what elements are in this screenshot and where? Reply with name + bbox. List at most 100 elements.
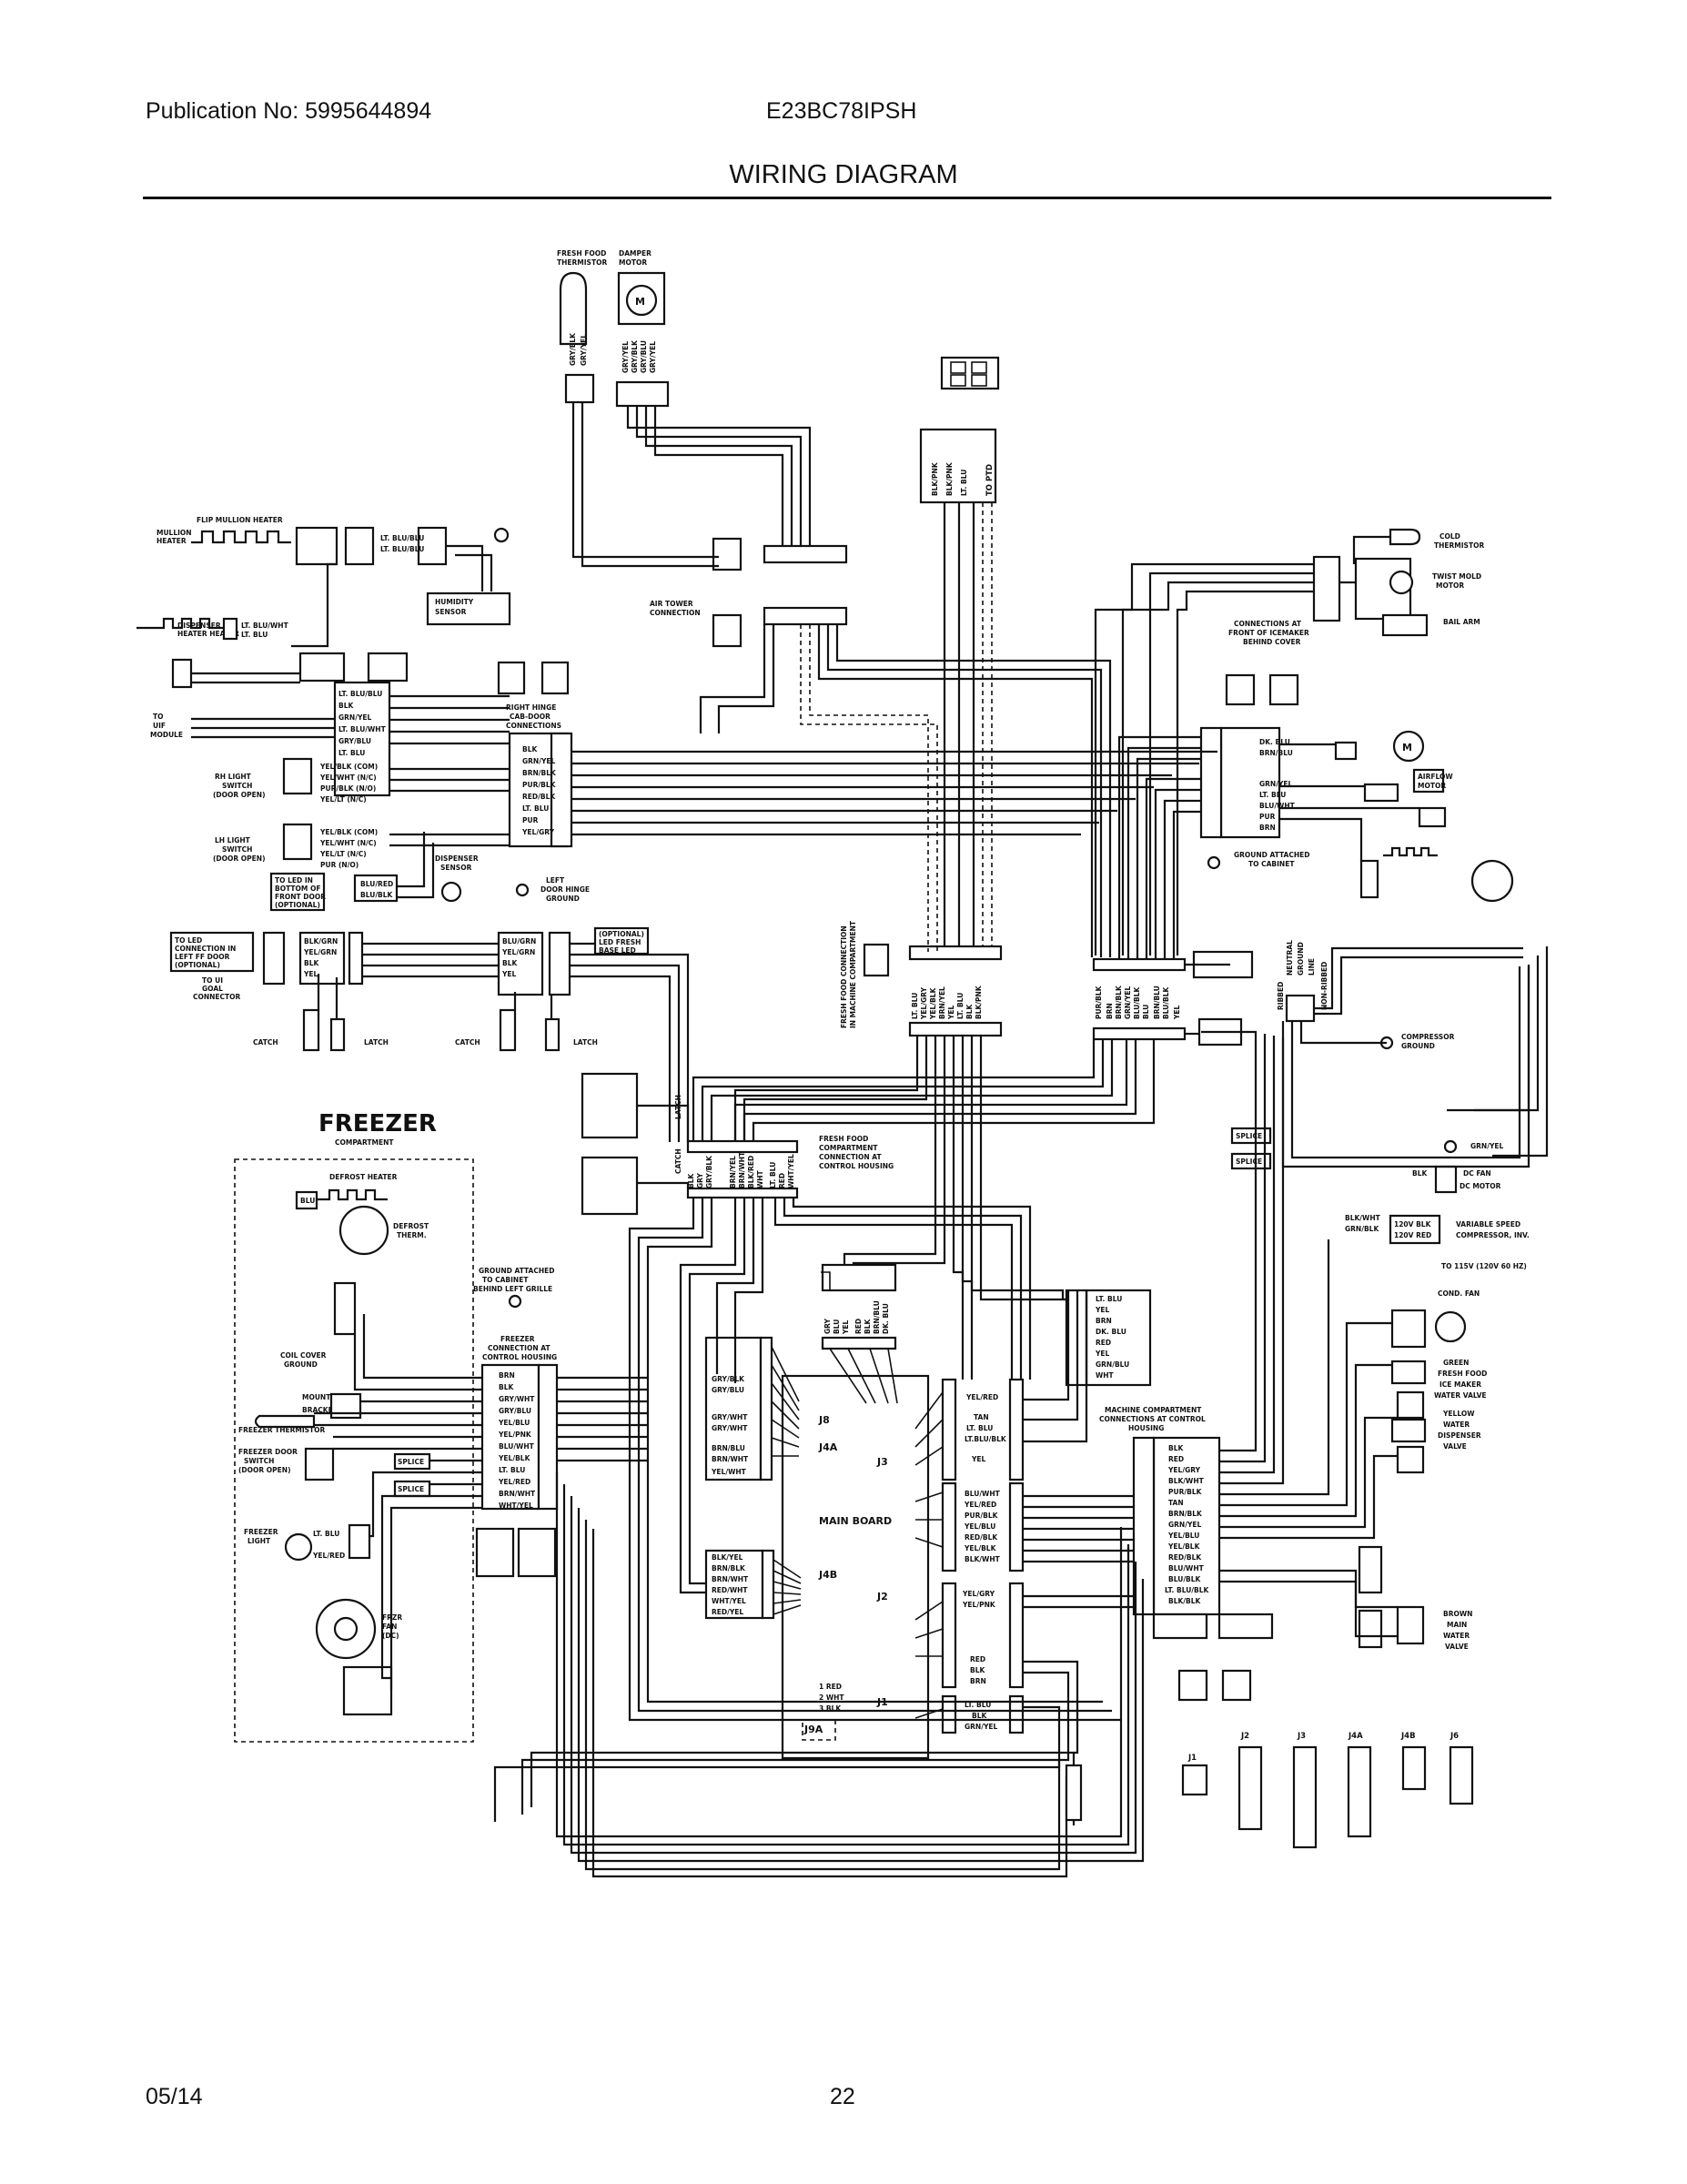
svg-text:PUR: PUR <box>1259 813 1276 821</box>
fresh-food-thermistor: FRESH FOOD THERMISTOR GRY/BLK GRY/YEL <box>557 249 607 404</box>
svg-text:J4A: J4A <box>818 1441 838 1453</box>
svg-text:BLU/WHT: BLU/WHT <box>965 1490 1001 1498</box>
svg-text:J6: J6 <box>1450 1732 1459 1741</box>
svg-text:MAIN: MAIN <box>1447 1621 1467 1629</box>
fan-icon <box>1434 1310 1467 1343</box>
svg-text:BRN/BLK: BRN/BLK <box>1115 985 1123 1019</box>
svg-text:DK. BLU: DK. BLU <box>1259 738 1290 746</box>
svg-text:2 WHT: 2 WHT <box>819 1694 844 1702</box>
svg-text:VARIABLE SPEED: VARIABLE SPEED <box>1456 1220 1520 1228</box>
svg-text:COMPRESSOR, INV.: COMPRESSOR, INV. <box>1456 1231 1530 1239</box>
svg-text:BLK/RED: BLK/RED <box>747 1156 755 1188</box>
svg-text:WHT: WHT <box>1096 1371 1115 1380</box>
svg-text:SWITCH: SWITCH <box>222 845 252 854</box>
svg-text:DC MOTOR: DC MOTOR <box>1460 1182 1501 1190</box>
svg-text:TO 115V (120V 60 HZ): TO 115V (120V 60 HZ) <box>1441 1262 1527 1270</box>
svg-text:GRY/BLU: GRY/BLU <box>640 340 648 373</box>
heater-icon <box>317 1188 388 1201</box>
svg-text:MOTOR: MOTOR <box>619 258 647 267</box>
svg-text:BRN/WHT: BRN/WHT <box>712 1455 749 1463</box>
svg-text:PUR/BLK: PUR/BLK <box>1095 985 1103 1019</box>
svg-text:BLK: BLK <box>522 745 538 753</box>
svg-text:YEL/PNK: YEL/PNK <box>498 1431 532 1439</box>
svg-text:BLU/BLK: BLU/BLK <box>360 891 394 899</box>
svg-text:GRY/WHT: GRY/WHT <box>712 1424 748 1432</box>
thermistor-icon <box>559 271 588 346</box>
svg-text:BRN/BLU: BRN/BLU <box>1259 749 1293 757</box>
svg-text:COMPARTMENT: COMPARTMENT <box>819 1144 878 1152</box>
svg-text:GRN/YEL: GRN/YEL <box>522 757 556 765</box>
svg-text:RED/WHT: RED/WHT <box>712 1586 748 1594</box>
svg-text:RIGHT HINGE: RIGHT HINGE <box>506 703 556 712</box>
svg-text:LATCH: LATCH <box>364 1038 389 1046</box>
svg-text:LT. BLU/BLU: LT. BLU/BLU <box>338 690 382 698</box>
svg-text:BLK/GRN: BLK/GRN <box>304 937 338 945</box>
svg-text:BLK/PNK: BLK/PNK <box>945 461 954 496</box>
svg-text:LEFT: LEFT <box>546 876 565 885</box>
svg-text:(DOOR OPEN): (DOOR OPEN) <box>213 854 266 863</box>
svg-text:TO UI: TO UI <box>202 976 223 985</box>
svg-text:WATER: WATER <box>1443 1632 1470 1640</box>
svg-text:GRY: GRY <box>696 1172 704 1188</box>
ground-icon <box>1207 855 1221 870</box>
svg-text:LT. BLU/BLU: LT. BLU/BLU <box>380 545 424 553</box>
svg-text:PUR/BLK: PUR/BLK <box>522 781 557 789</box>
svg-text:YEL/GRN: YEL/GRN <box>501 948 535 956</box>
svg-text:LT. BLU: LT. BLU <box>313 1530 339 1538</box>
svg-text:YELLOW: YELLOW <box>1442 1410 1475 1418</box>
svg-text:LT. BLU: LT. BLU <box>241 631 268 639</box>
dispenser-heater: DISPENSER HEATER HEATER LT. BLU/WHT LT. … <box>136 617 289 641</box>
svg-text:J3: J3 <box>876 1456 888 1468</box>
svg-text:GRY/BLU: GRY/BLU <box>338 737 371 745</box>
svg-text:YEL/BLU: YEL/BLU <box>498 1419 530 1427</box>
svg-text:LATCH: LATCH <box>573 1038 598 1046</box>
svg-text:TO CABINET: TO CABINET <box>482 1276 529 1284</box>
svg-text:BRN/BLU: BRN/BLU <box>712 1444 745 1452</box>
to-uif-module: TO UIF MODULE LT. BLU/BLU BLK GRN/YEL LT… <box>150 652 409 797</box>
svg-text:LT. BLU: LT. BLU <box>965 1701 991 1709</box>
svg-text:(DOOR OPEN): (DOOR OPEN) <box>213 791 266 799</box>
connector-icon <box>1401 1745 1427 1791</box>
svg-text:FREEZER: FREEZER <box>244 1528 278 1536</box>
heater-icon <box>191 530 291 544</box>
svg-text:SPLICE: SPLICE <box>1236 1158 1262 1166</box>
svg-text:RED/BLK: RED/BLK <box>965 1533 998 1542</box>
ground-icon <box>508 1294 522 1309</box>
valve-icon <box>1396 1605 1425 1645</box>
svg-text:LINE: LINE <box>1308 958 1316 976</box>
svg-text:CONNECTOR: CONNECTOR <box>193 993 241 1001</box>
svg-text:PUR/BLK: PUR/BLK <box>1168 1488 1203 1496</box>
svg-text:YEL/WHT (N/C): YEL/WHT (N/C) <box>319 774 377 782</box>
svg-text:TWIST MOLD: TWIST MOLD <box>1432 572 1481 581</box>
svg-text:LT. BLU: LT. BLU <box>1259 791 1286 799</box>
svg-text:FREEZER DOOR: FREEZER DOOR <box>238 1448 298 1456</box>
connector-icon <box>1449 1745 1474 1805</box>
svg-text:J2: J2 <box>1240 1732 1249 1741</box>
svg-text:WHT: WHT <box>756 1169 764 1188</box>
svg-text:WATER VALVE: WATER VALVE <box>1434 1391 1487 1400</box>
svg-text:DOOR HINGE: DOOR HINGE <box>540 885 590 894</box>
svg-text:CATCH: CATCH <box>455 1038 480 1046</box>
title-rule <box>143 197 1551 199</box>
freezer-compartment: FREEZER COMPARTMENT DEFROST HEATER BLU D… <box>234 1110 474 1743</box>
connector-legend: J1 J2 J3 J4A J4B J6 <box>1181 1732 1474 1849</box>
svg-text:BLU/RED: BLU/RED <box>360 880 393 888</box>
svg-text:BLK/WHT: BLK/WHT <box>965 1555 1001 1563</box>
svg-text:DC FAN: DC FAN <box>1463 1169 1491 1178</box>
svg-text:GREEN: GREEN <box>1443 1359 1469 1367</box>
svg-text:BLU/WHT: BLU/WHT <box>499 1442 535 1451</box>
svg-text:YEL: YEL <box>947 1005 955 1020</box>
svg-text:COMPRESSOR: COMPRESSOR <box>1401 1033 1455 1041</box>
svg-text:BLK: BLK <box>499 1383 514 1391</box>
svg-text:(OPTIONAL): (OPTIONAL) <box>175 961 220 969</box>
motor-icon <box>625 284 658 317</box>
svg-text:YEL: YEL <box>1173 1005 1181 1020</box>
svg-text:120V RED: 120V RED <box>1394 1231 1431 1239</box>
svg-text:VALVE: VALVE <box>1445 1643 1469 1651</box>
svg-text:YEL/RED: YEL/RED <box>965 1393 998 1401</box>
ground-icon <box>515 883 530 897</box>
svg-text:VALVE: VALVE <box>1443 1442 1467 1451</box>
svg-text:IN MACHINE COMPARTMENT: IN MACHINE COMPARTMENT <box>849 920 857 1028</box>
svg-text:CONTROL HOUSING: CONTROL HOUSING <box>482 1353 557 1361</box>
svg-text:BRN/WHT: BRN/WHT <box>712 1575 749 1583</box>
